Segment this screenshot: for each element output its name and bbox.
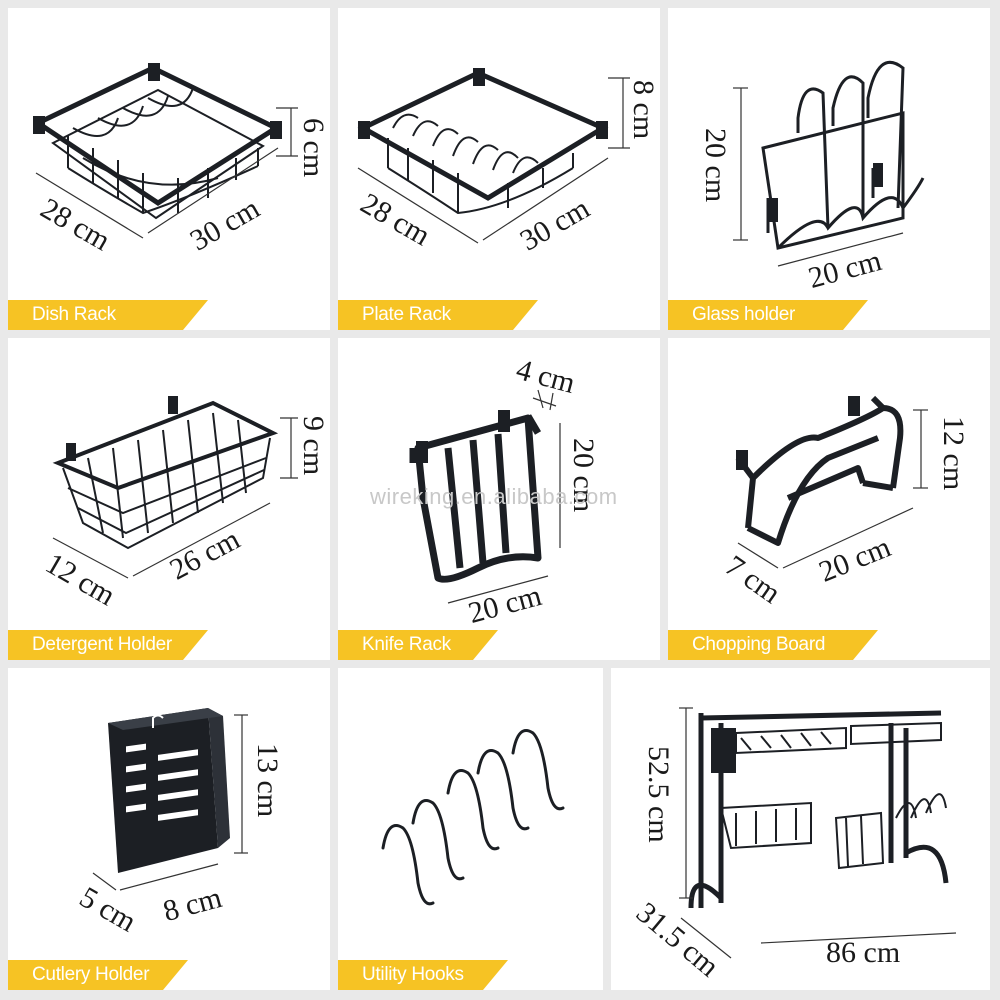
dim-height: 52.5 cm (642, 746, 675, 843)
dim-width: 86 cm (826, 936, 901, 969)
panel-label: Detergent Holder (8, 630, 208, 660)
watermark: wireking.en.alibaba.com (370, 484, 618, 509)
detergent-holder-icon (52, 396, 298, 579)
panel-cutlery-holder: 13 cm 5 cm 8 cm Cutlery Holder (8, 668, 330, 990)
panel-label: Dish Rack (8, 300, 208, 330)
dim-height: 8 cm (627, 80, 660, 140)
panel-knife-rack: 4 cm 20 cm 20 cm Knife Rack (338, 338, 660, 660)
panel-label: Plate Rack (338, 300, 538, 330)
panel-glass-holder: 20 cm 20 cm Glass holder (668, 8, 990, 330)
dim-height: 9 cm (297, 416, 330, 476)
panel-label: Knife Rack (338, 630, 498, 660)
panel-label: Utility Hooks (338, 960, 508, 990)
dim-height: 20 cm (699, 128, 732, 203)
dim-height: 6 cm (297, 118, 330, 178)
panel-label: Glass holder (668, 300, 868, 330)
label-banner (338, 960, 508, 990)
panel-label: Chopping Board (668, 630, 878, 660)
plate-rack-icon (357, 68, 630, 244)
label-banner (8, 300, 208, 330)
dim-height: 12 cm (937, 416, 970, 491)
panel-full-rack: 52.5 cm 31.5 cm 86 cm (611, 668, 990, 990)
label-banner (8, 630, 208, 660)
panel-label: Cutlery Holder (8, 960, 188, 990)
panel-chopping-board: 12 cm 7 cm 20 cm Chopping Board (668, 338, 990, 660)
panel-dish-rack: 6 cm 28 cm 30 cm Dish Rack (8, 8, 330, 330)
glass-holder-icon (733, 60, 925, 267)
cutlery-holder-icon (92, 708, 248, 891)
dish-rack-icon (32, 63, 298, 239)
panel-plate-rack: 8 cm 28 cm 30 cm Plate Rack (338, 8, 660, 330)
label-banner (668, 300, 868, 330)
label-banner (338, 630, 498, 660)
knife-rack-icon (409, 389, 561, 604)
label-banner (8, 960, 188, 990)
dim-height: 13 cm (251, 743, 284, 818)
utility-hooks-icon (381, 729, 565, 906)
label-banner (338, 300, 538, 330)
chopping-board-holder-icon (735, 395, 928, 569)
panel-utility-hooks: Utility Hooks (338, 668, 603, 990)
label-banner (668, 630, 878, 660)
panel-detergent-holder: 9 cm 12 cm 26 cm Detergent Holder (8, 338, 330, 660)
full-sink-rack-icon (679, 707, 957, 959)
